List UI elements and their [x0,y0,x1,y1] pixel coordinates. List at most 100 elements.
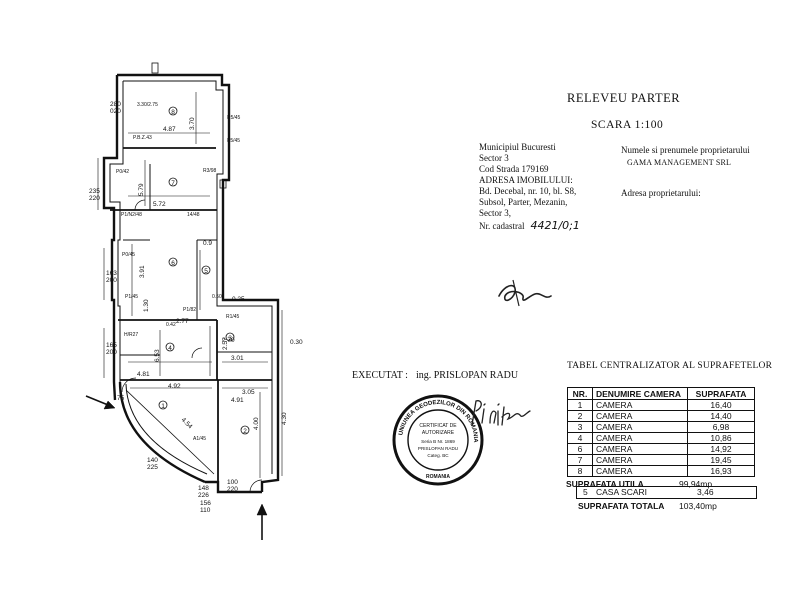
total-area-label: SUPRAFATA TOTALA [578,501,665,511]
cadastral-value: 4421/0;1 [530,218,580,232]
door-arc [191,347,203,359]
stamp-line: CERTIFICAT DE [419,423,457,429]
address-line: Bd. Decebal, nr. 10, bl. S8, [479,185,577,196]
micro-label: 0.50 [212,294,222,300]
outer-wall-left [102,75,119,401]
room-number: 1 [161,403,165,410]
micro-label: P0/42 [116,169,129,175]
table-cell: 16,93 [687,465,755,477]
table-cell: 6 [567,443,593,455]
table-cell: 14,40 [687,410,755,422]
table-row: 2 CAMERA 14,40 [567,410,755,422]
room-number: 5 [204,268,208,275]
table-cell: CAMERA [592,410,688,422]
side-label: 100 [227,479,238,486]
table-header-cell: NR. [567,387,593,400]
summary-table-title: TABEL CENTRALIZATOR AL SUPRAFETELOR [567,361,773,371]
side-label: 220 [89,195,100,202]
table-row: 8 CAMERA 16,93 [567,465,755,477]
door-arc [134,199,146,211]
room-number: 7 [171,180,175,187]
bottom-wall [205,480,262,494]
table-cell: CAMERA [592,465,688,477]
micro-label: 3.30/2.75 [137,102,158,108]
micro-label: R5/45 [227,115,241,121]
stair-row: 5 CASA SCARI 3,46 [576,486,757,499]
table-row: 3 CAMERA 6,98 [567,421,755,433]
table-cell: 1 [567,399,593,411]
side-label: 200 [106,349,117,356]
owner-name-label: Numele si prenumele proprietarului [621,145,750,155]
micro-label: A1/45 [193,436,206,442]
stamp-line: PRISLOPAN RADU [418,446,458,451]
side-label: 165 [106,342,117,349]
table-row: 1 CAMERA 16,40 [567,399,755,411]
diagonal-line [125,389,215,475]
dim-label: 1.30 [143,299,150,312]
table-cell: 6,98 [687,421,755,433]
dim-label: 3.05 [242,389,255,396]
side-label: 163 [106,270,117,277]
table-cell: 8 [567,465,593,477]
room-number: 3 [228,335,232,342]
side-label: 148 [198,485,209,492]
dim-label: 4.00 [253,417,260,430]
side-label: 140 [147,457,158,464]
side-label: 020 [110,108,121,115]
micro-label: P5/45 [227,138,240,144]
side-label: 220 [227,486,238,493]
stamp-line: Seria B Nr. 1869 [421,439,455,444]
address-line: Sector 3, [479,207,511,218]
useful-area-value: 99,94mp [679,479,713,489]
stamp-line: Categ. BC [427,453,449,458]
micro-label: R3/98 [203,168,217,174]
dim-label: 4.81 [137,371,150,378]
table-cell: CAMERA [592,399,688,411]
curved-wall-inner [125,383,208,475]
dim-label: 4.91 [231,397,244,404]
cadastral-label: Nr. cadastral [479,220,525,231]
dim-label: 5.79 [138,183,145,196]
dim-label: 5.72 [153,201,166,208]
executed-row: EXECUTAT :ing. PRISLOPAN RADU [352,371,518,381]
table-cell: 7 [567,454,593,466]
side-label: 0.30 [290,339,303,346]
dim-label: 2.77 [176,318,189,325]
sector: Sector 3 [479,152,509,163]
cadastral-row: Nr. cadastral 4421/0;1 [479,219,580,232]
micro-label: P1/82 [183,307,196,313]
side-label: 200 [106,277,117,284]
total-area-value: 103,40mp [679,501,717,511]
address-line: Subsol, Parter, Mezanin, [479,196,568,207]
table-cell: CAMERA [592,443,688,455]
table-cell: 3 [567,421,593,433]
side-label: 235 [89,188,100,195]
useful-area-label: SUPRAFATA UTILA [566,479,644,489]
street-code: Cod Strada 179169 [479,163,549,174]
side-label: 225 [147,464,158,471]
side-label: 75 [117,395,125,402]
table-row: 4 CAMERA 10,86 [567,432,755,444]
dim-label: 4.30 [281,412,288,425]
stair-area: 3,46 [697,487,714,497]
document-scale: SCARA 1:100 [591,119,664,131]
stamp-line: AUTORIZARE [422,430,455,436]
door-arc [121,377,137,393]
entrance-arrowhead [256,503,268,516]
table-cell: CAMERA [592,454,688,466]
owner-block: Numele si prenumele proprietarului GAMA … [621,145,750,199]
executed-label: EXECUTAT : [352,370,408,381]
dim-label: 3.70 [189,117,196,130]
table-row: 7 CAMERA 19,45 [567,454,755,466]
table-cell: 19,45 [687,454,755,466]
table-cell: CAMERA [592,432,688,444]
side-label: 156 [200,500,211,507]
owner-address-label: Adresa proprietarului: [621,187,701,198]
dim-label: 3.01 [231,355,244,362]
micro-label: P0/45 [122,252,135,258]
owner-name: GAMA MANAGEMENT SRL [627,157,732,167]
table-cell: CAMERA [592,421,688,433]
table-header-cell: DENUMIRE CAMERA [592,387,688,400]
stair-number: 5 [583,487,588,497]
room-number: 4 [168,345,172,352]
